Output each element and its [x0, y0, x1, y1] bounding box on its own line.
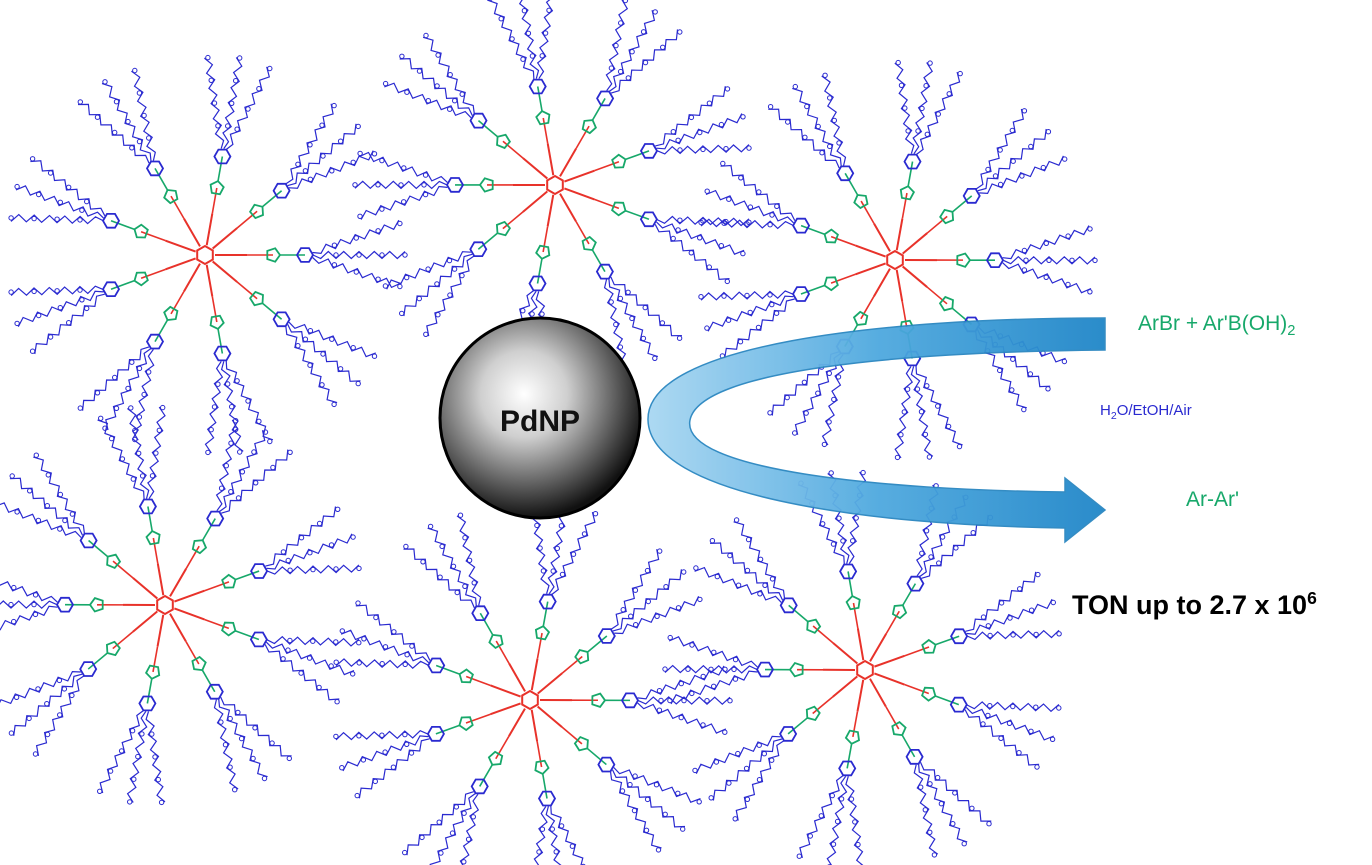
nanoparticle-label: PdNP	[499, 405, 580, 438]
palladium-nanoparticle	[438, 316, 642, 520]
reactants-subscript: 2	[1287, 323, 1296, 340]
conditions-prefix: H	[1100, 402, 1111, 419]
ton-text: TON up to 2.7 x 10	[1072, 590, 1308, 620]
turnover-number-label: TON up to 2.7 x 106	[1072, 588, 1317, 621]
dendrimer	[333, 499, 733, 865]
dendrimer	[8, 54, 408, 456]
conditions-suffix: O/EtOH/Air	[1116, 402, 1192, 419]
product-label: Ar-Ar'	[1186, 488, 1240, 511]
ton-superscript: 6	[1307, 588, 1317, 608]
conditions-subscript: 2	[1110, 410, 1117, 422]
dendrimer	[662, 469, 1062, 865]
reaction-conditions-label: H2O/EtOH/Air	[1100, 402, 1192, 422]
dendrimer	[0, 404, 362, 806]
catalytic-cycle-arrow	[647, 317, 1107, 544]
dendrimer	[698, 59, 1098, 461]
reactants-text: ArBr + Ar'B(OH)	[1138, 312, 1288, 335]
reactants-label: ArBr + Ar'B(OH)2	[1138, 312, 1295, 339]
